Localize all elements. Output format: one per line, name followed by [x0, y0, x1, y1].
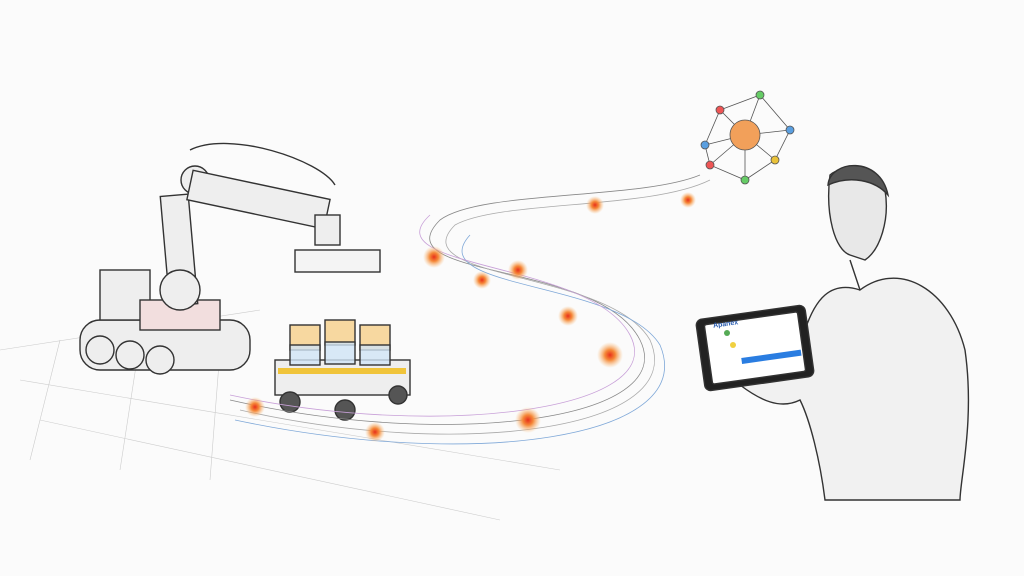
glow-nodes	[245, 192, 696, 442]
agv-cart	[274, 319, 411, 421]
robot-arm	[79, 142, 381, 375]
person-with-tablet	[695, 164, 970, 501]
tablet	[695, 304, 815, 392]
data-flow-path	[229, 174, 711, 445]
network-graph-icon	[700, 90, 795, 185]
